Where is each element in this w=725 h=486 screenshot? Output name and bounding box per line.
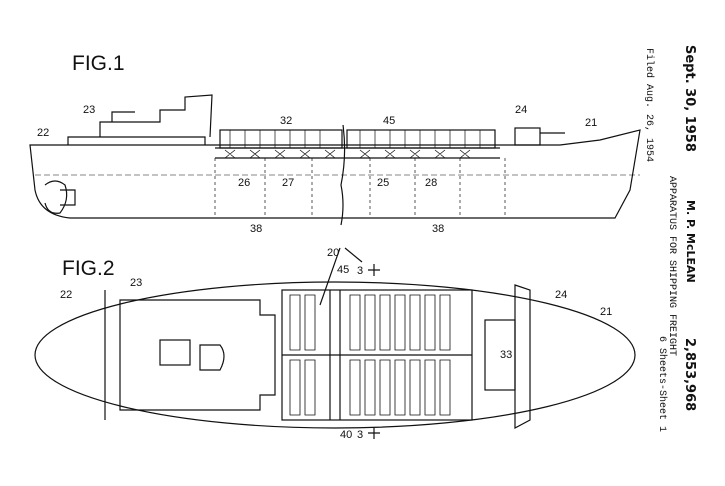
reference-numeral: 26 — [238, 177, 250, 189]
reference-numeral: 20 — [327, 247, 339, 259]
reference-numeral: 45 — [383, 115, 395, 127]
fig1-side-view — [29, 94, 641, 226]
reference-numeral: 38 — [432, 223, 444, 235]
reference-numeral: 22 — [37, 127, 49, 139]
reference-numeral: 21 — [585, 117, 597, 129]
fig1-title: FIG.1 — [72, 52, 125, 75]
reference-numeral: 28 — [425, 177, 437, 189]
patent-number: 2,853,968 — [682, 338, 697, 412]
reference-numeral: 38 — [250, 223, 262, 235]
reference-numeral: 23 — [83, 104, 95, 116]
reference-numeral: 3 — [357, 429, 363, 441]
fig1-reference-numerals: 22 23 32 45 24 21 26 27 25 28 38 38 — [37, 104, 597, 235]
reference-numeral: 33 — [500, 349, 512, 361]
inventor-name: M. P. McLEAN — [684, 200, 697, 283]
reference-numeral: 45 — [337, 264, 349, 276]
fig2-reference-numerals: 20 3 3 45 40 33 23 22 24 21 — [60, 247, 612, 441]
fig2-plan-view — [34, 247, 636, 439]
issue-date: Sept. 30, 1958 — [682, 45, 697, 152]
reference-numeral: 21 — [600, 306, 612, 318]
reference-numeral: 23 — [130, 277, 142, 289]
reference-numeral: 24 — [555, 289, 567, 301]
filed-date: Filed Aug. 26, 1954 — [643, 48, 654, 163]
reference-numeral: 3 — [357, 265, 363, 277]
reference-numeral: 22 — [60, 289, 72, 301]
fig2-title: FIG.2 — [62, 257, 115, 280]
reference-numeral: 27 — [282, 177, 294, 189]
patent-title: APPARATUS FOR SHIPPING FREIGHT — [666, 176, 677, 357]
reference-numeral: 24 — [515, 104, 527, 116]
reference-numeral: 40 — [340, 429, 352, 441]
reference-numeral: 32 — [280, 115, 292, 127]
reference-numeral: 25 — [377, 177, 389, 189]
sheet-count: 6 Sheets-Sheet 1 — [656, 336, 667, 433]
